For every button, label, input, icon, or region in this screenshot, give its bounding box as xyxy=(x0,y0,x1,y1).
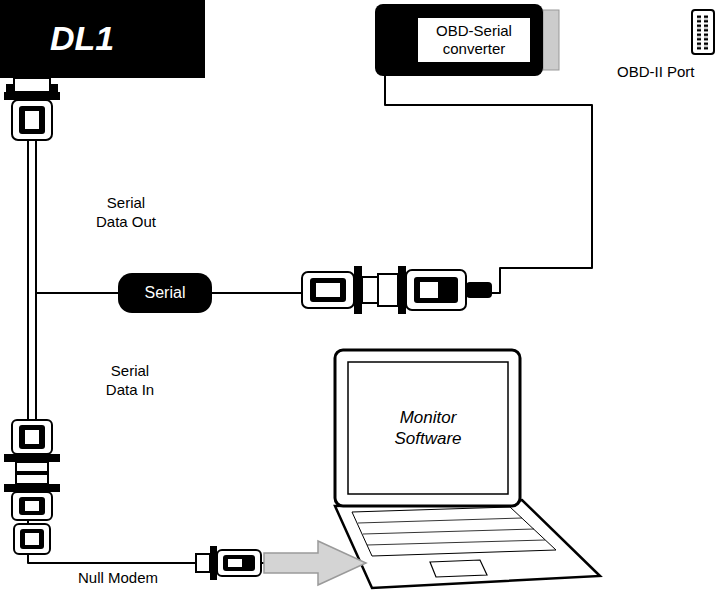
plug-in-arrow xyxy=(264,541,366,585)
node-text: DL1 xyxy=(50,20,114,57)
db9-connector xyxy=(4,420,60,472)
laptop xyxy=(335,350,520,506)
laptop xyxy=(363,529,534,534)
db9-connector xyxy=(302,266,378,314)
db9-connector xyxy=(414,277,458,303)
device-box: DL1 xyxy=(0,0,205,78)
null-modem-connector xyxy=(217,550,261,576)
db9-connector xyxy=(14,78,50,92)
plug-in-arrow xyxy=(264,541,366,585)
laptop xyxy=(335,500,600,588)
laptop xyxy=(358,518,522,523)
obd-plug xyxy=(543,10,559,70)
null-modem-connector xyxy=(228,559,242,567)
laptop xyxy=(335,350,600,588)
cable-connector xyxy=(212,76,592,293)
converter-box: OBD-Serial converter xyxy=(375,4,543,76)
db9-connector xyxy=(16,462,48,472)
db9-connector xyxy=(406,270,466,310)
laptop xyxy=(352,507,556,556)
db9-connector xyxy=(25,501,39,511)
db9-connector xyxy=(25,430,39,444)
db9-connector xyxy=(16,474,48,484)
null-modem-connector xyxy=(20,529,44,549)
laptop xyxy=(367,540,545,545)
obd-port xyxy=(696,15,710,50)
null-modem-connector xyxy=(25,533,39,545)
cable-connector xyxy=(28,78,380,563)
db9-connector xyxy=(19,106,45,134)
db9-connector xyxy=(310,278,346,302)
obd-port xyxy=(692,10,714,54)
db9-connector xyxy=(378,266,492,314)
db9-connector xyxy=(6,84,14,94)
obd-plug xyxy=(543,10,559,70)
db9-connector xyxy=(378,274,398,306)
null-modem-connector xyxy=(196,546,261,580)
screen-box: Monitor Software xyxy=(350,364,506,492)
db9-connector xyxy=(466,282,492,298)
obd-port xyxy=(692,10,714,54)
node-text: OBD-Serial converter xyxy=(418,18,530,62)
node-text: Serial xyxy=(145,283,186,302)
cable-label: Null Modem xyxy=(78,569,158,588)
db9-connector xyxy=(12,100,52,140)
null-modem-connector xyxy=(196,554,210,572)
db9-connector xyxy=(354,266,362,314)
db9-connector xyxy=(316,283,340,297)
port-label: Serial Data Out xyxy=(90,194,162,232)
null-modem-connector xyxy=(223,555,255,571)
db9-connector xyxy=(420,282,438,298)
cable xyxy=(36,290,37,422)
adapter-box: Serial xyxy=(118,273,212,313)
db9-connector xyxy=(50,84,58,94)
null-modem-connector xyxy=(210,546,217,580)
db9-connector xyxy=(4,474,60,520)
db9-connector xyxy=(25,111,39,129)
db9-connector xyxy=(12,492,52,520)
port-label: OBD-II Port xyxy=(617,63,695,82)
db9-connector xyxy=(4,484,60,492)
db9-connector xyxy=(4,454,60,462)
null-modem-connector xyxy=(14,524,50,554)
cable xyxy=(35,290,37,422)
db9-connector xyxy=(362,277,378,303)
db9-connector xyxy=(19,497,45,515)
db9-connector xyxy=(4,78,60,140)
db9-connector xyxy=(398,266,406,314)
laptop xyxy=(430,560,487,577)
port-label: Serial Data In xyxy=(94,362,166,400)
laptop xyxy=(348,362,508,494)
db9-connector xyxy=(12,420,52,454)
null-modem-connector xyxy=(14,524,50,554)
db9-connector xyxy=(302,272,354,308)
db9-connector xyxy=(19,425,45,449)
node-text: Monitor Software xyxy=(382,407,474,450)
